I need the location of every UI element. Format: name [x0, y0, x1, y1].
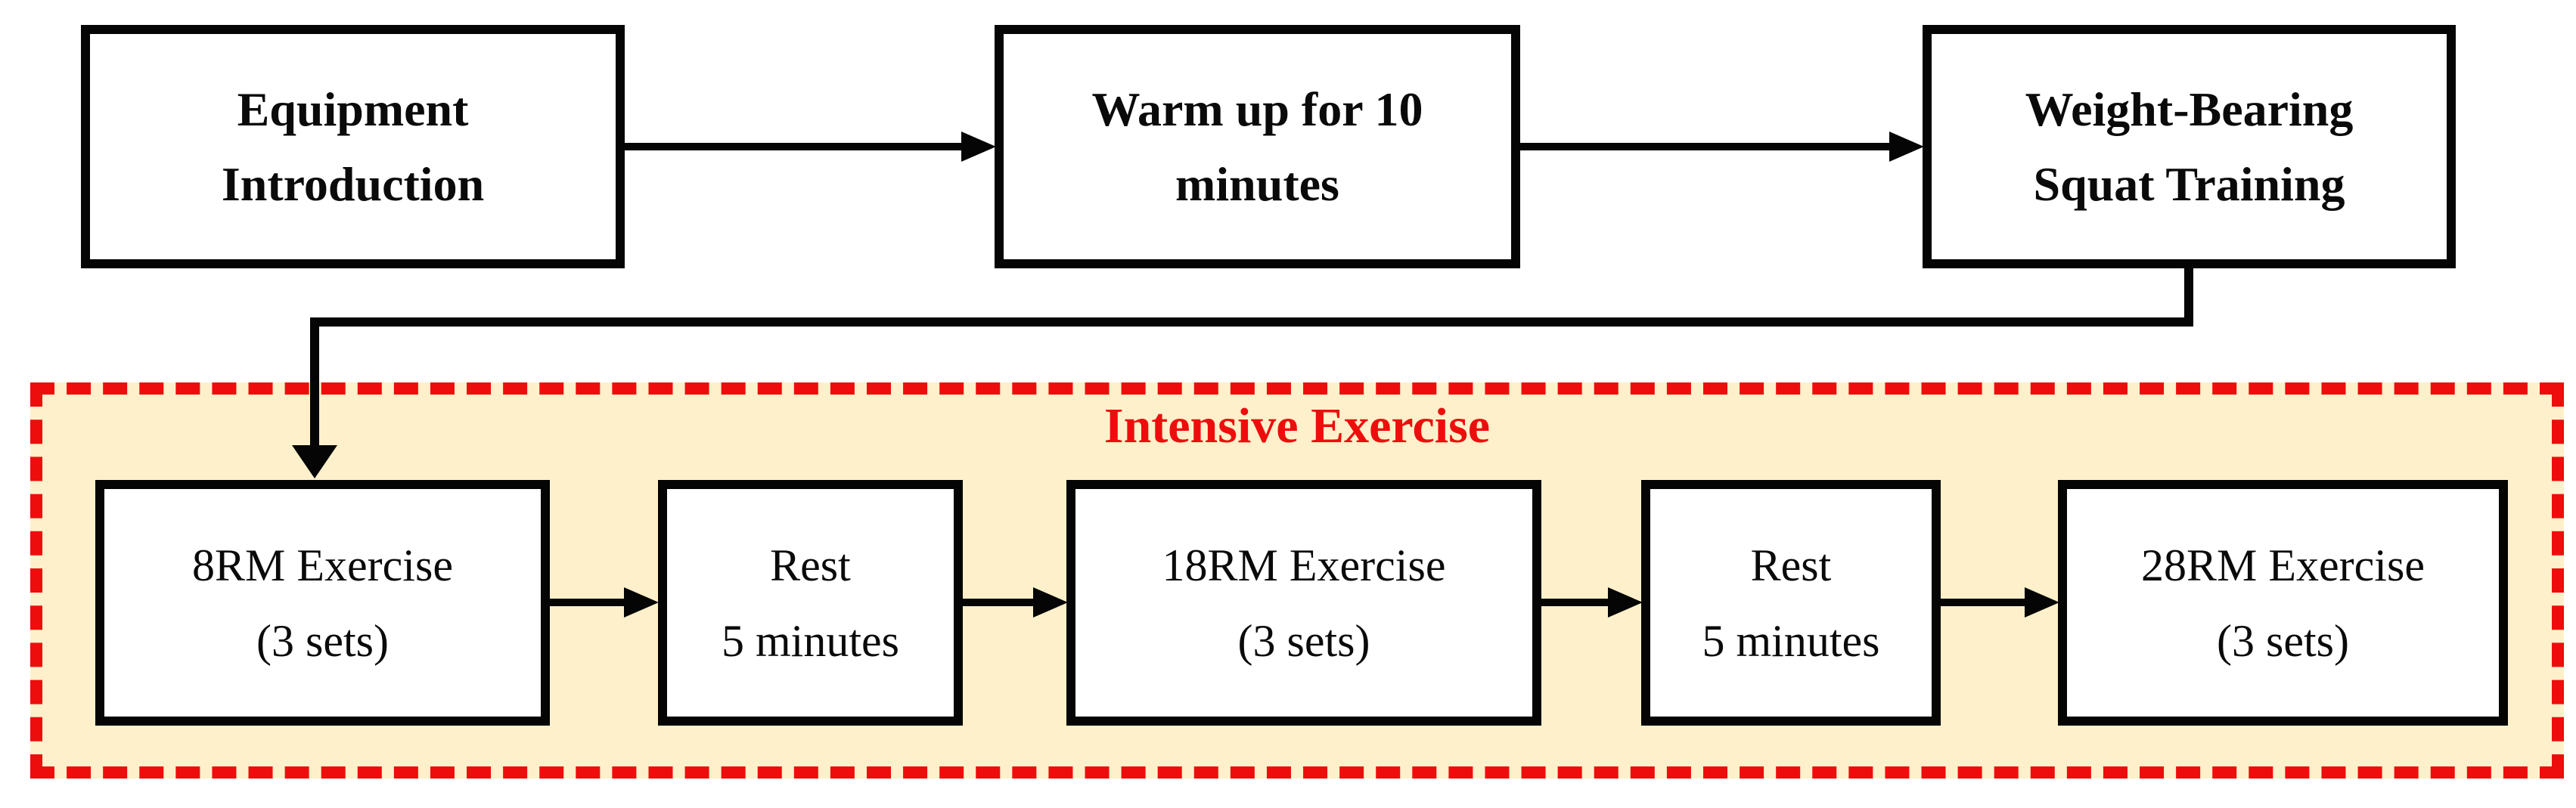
flow-box-warm-up: Warm up for 10 minutes [995, 25, 1520, 268]
box-label-line2: 5 minutes [1702, 615, 1880, 666]
box-label-line1: Equipment [237, 82, 469, 136]
intensive-exercise-title: Intensive Exercise [1103, 398, 1491, 454]
flow-box-weight-bearing-squat-training: Weight-Bearing Squat Training [1923, 25, 2456, 268]
box-label-line2: 5 minutes [722, 615, 899, 666]
arrow-head-down-icon [292, 445, 337, 478]
box-label-line2: Introduction [221, 157, 485, 211]
arrow-head-right-icon [624, 587, 659, 618]
box-label-line2: (3 sets) [256, 615, 389, 666]
box-label-line1: 18RM Exercise [1162, 540, 1446, 590]
arrow-line [1541, 599, 1608, 606]
flow-box-8rm-exercise: 8RM Exercise (3 sets) [95, 480, 550, 726]
box-label-line1: 28RM Exercise [2141, 540, 2425, 590]
flow-box-rest-2: Rest 5 minutes [1641, 480, 1941, 726]
arrow-line [1520, 143, 1889, 150]
box-label-line2: (3 sets) [2217, 615, 2349, 666]
arrow-line [963, 599, 1033, 606]
arrow-head-right-icon [961, 132, 996, 162]
box-label-line2: Squat Training [2033, 157, 2345, 211]
box-label-line1: Warm up for 10 [1091, 82, 1423, 136]
box-label-line1: Weight-Bearing [2025, 82, 2354, 136]
arrow-line [1941, 599, 2025, 606]
connector-vertical-line [310, 317, 319, 448]
box-label-line2: minutes [1175, 157, 1339, 211]
flow-box-equipment-introduction: Equipment Introduction [81, 25, 625, 268]
arrow-head-right-icon [1889, 132, 1924, 162]
arrow-head-right-icon [1033, 587, 1068, 618]
flow-box-28rm-exercise: 28RM Exercise (3 sets) [2058, 480, 2508, 726]
connector-horizontal-line [310, 317, 2193, 327]
connector-stub-line [2184, 265, 2193, 327]
box-label-line2: (3 sets) [1237, 615, 1370, 666]
arrow-head-right-icon [1608, 587, 1643, 618]
arrow-line [550, 599, 624, 606]
box-label-line1: Rest [770, 540, 851, 590]
flow-box-18rm-exercise: 18RM Exercise (3 sets) [1066, 480, 1541, 726]
box-label-line1: 8RM Exercise [192, 540, 453, 590]
arrow-line [625, 143, 961, 150]
box-label-line1: Rest [1750, 540, 1832, 590]
flow-box-rest-1: Rest 5 minutes [658, 480, 963, 726]
arrow-head-right-icon [2025, 587, 2059, 618]
